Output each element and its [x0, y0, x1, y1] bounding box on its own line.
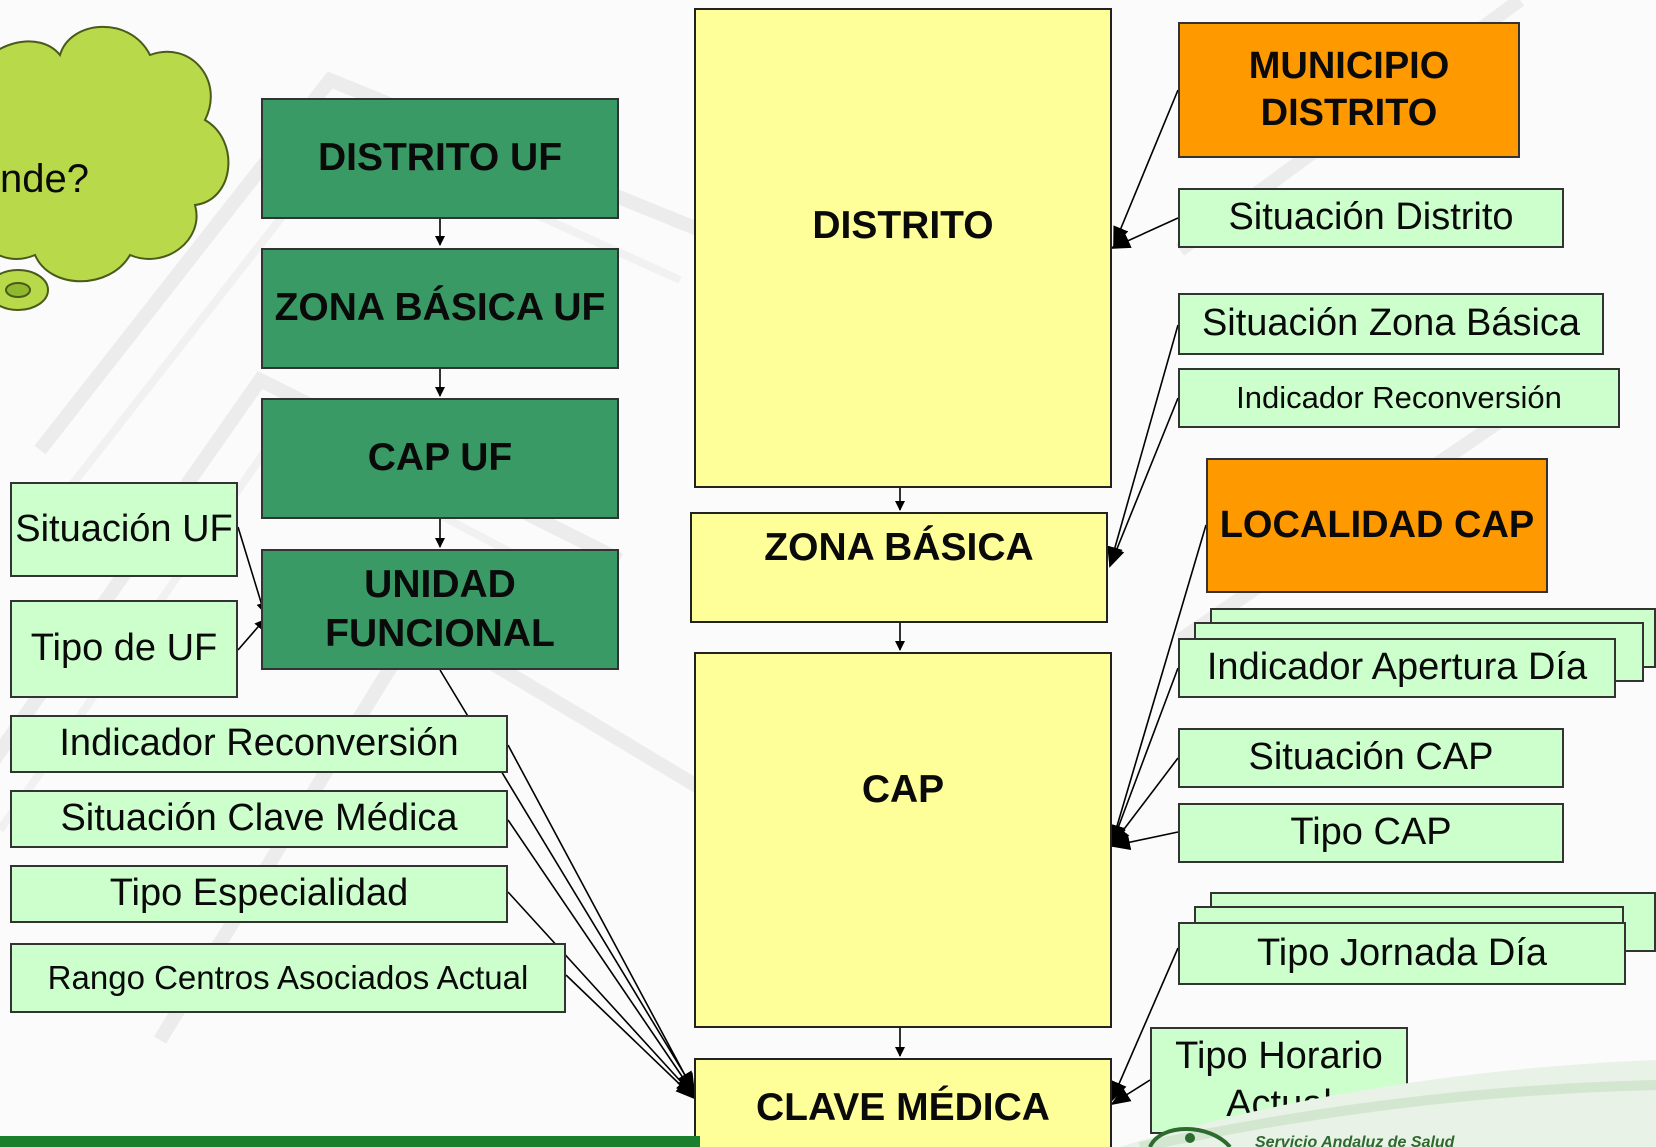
tipo-de-uf-box[interactable]: Tipo de UF — [10, 600, 238, 698]
logo-text: Servicio Andaluz de Salud — [1255, 1134, 1455, 1147]
cap-box[interactable]: CAP — [694, 652, 1112, 1028]
situacion-zona-basica-box[interactable]: Situación Zona Básica — [1178, 293, 1604, 355]
left-indicador-reconversion-box[interactable]: Indicador Reconversión — [10, 715, 508, 773]
tipo-especialidad-box[interactable]: Tipo Especialidad — [10, 865, 508, 923]
zona-basica-uf-box[interactable]: ZONA BÁSICA UF — [261, 248, 619, 369]
distrito-uf-box[interactable]: DISTRITO UF — [261, 98, 619, 219]
bottom-bar — [0, 1136, 700, 1147]
situacion-uf-box[interactable]: Situación UF — [10, 482, 238, 577]
cloud-bubble-small — [5, 282, 31, 298]
right-indicador-reconversion-box[interactable]: Indicador Reconversión — [1178, 368, 1620, 428]
cloud-text: nde? — [0, 157, 89, 201]
tipo-cap-box[interactable]: Tipo CAP — [1178, 803, 1564, 863]
municipio-distrito-box[interactable]: MUNICIPIO DISTRITO — [1178, 22, 1520, 158]
cap-uf-box[interactable]: CAP UF — [261, 398, 619, 519]
situacion-cap-box[interactable]: Situación CAP — [1178, 728, 1564, 788]
distrito-box[interactable]: DISTRITO — [694, 8, 1112, 488]
localidad-cap-box[interactable]: LOCALIDAD CAP — [1206, 458, 1548, 593]
tipo-jornada-dia-box[interactable]: Tipo Jornada Día — [1178, 922, 1626, 985]
rango-centros-asociados-box[interactable]: Rango Centros Asociados Actual — [10, 943, 566, 1013]
logo-wave-decoration — [1120, 1060, 1656, 1147]
sas-logo-icon — [1148, 1127, 1232, 1147]
situacion-distrito-box[interactable]: Situación Distrito — [1178, 188, 1564, 248]
situacion-clave-medica-box[interactable]: Situación Clave Médica — [10, 790, 508, 848]
unidad-funcional-box[interactable]: UNIDAD FUNCIONAL — [261, 549, 619, 670]
clave-medica-box[interactable]: CLAVE MÉDICA — [694, 1058, 1112, 1147]
zona-basica-box[interactable]: ZONA BÁSICA — [690, 512, 1108, 623]
indicador-apertura-dia-box[interactable]: Indicador Apertura Día — [1178, 638, 1616, 698]
thought-cloud — [0, 25, 230, 311]
